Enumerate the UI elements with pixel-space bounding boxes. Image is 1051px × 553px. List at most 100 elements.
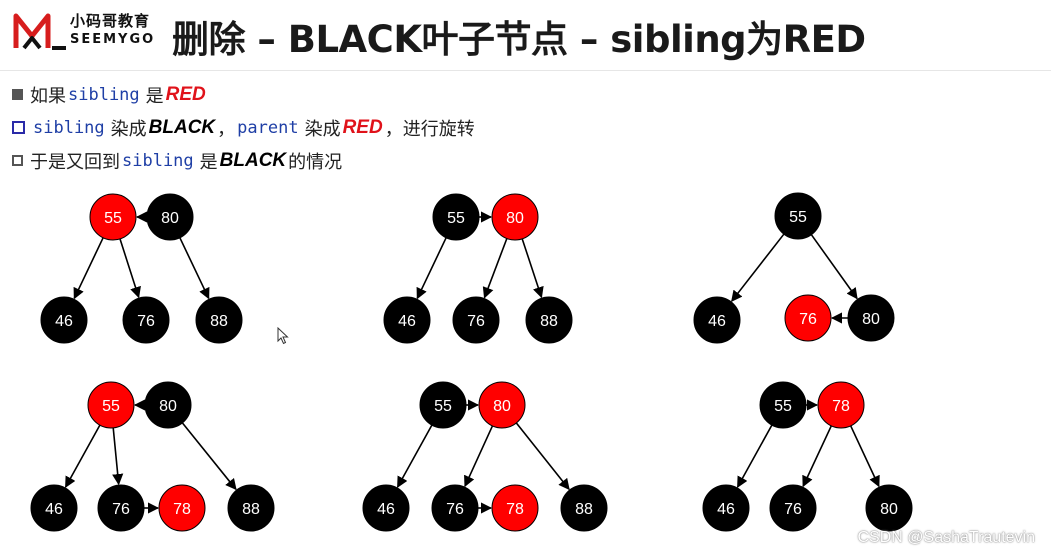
tree-node-black	[432, 193, 480, 241]
tree-node-black	[431, 484, 479, 532]
bullet-text: sibling	[33, 117, 105, 138]
tree-node-label: 80	[862, 311, 880, 328]
bullet-text: ，	[217, 118, 236, 140]
tree-node-red	[784, 294, 832, 342]
logo-icon	[13, 13, 66, 50]
tree-node-label: 46	[45, 501, 63, 518]
tree-edge-arrow	[73, 235, 105, 300]
tree-node-black	[847, 294, 895, 342]
bullet-text: parent	[237, 117, 299, 138]
tree-node-label: 46	[717, 501, 735, 518]
tree-node-label: 78	[173, 501, 191, 518]
tree-node-black	[774, 192, 822, 240]
tree-node-black	[525, 296, 573, 344]
tree-node-black	[693, 296, 741, 344]
header-divider	[0, 70, 1051, 71]
tree-node-label: 88	[242, 501, 260, 518]
bullet-text: RED	[342, 116, 383, 138]
tree-node-label: 80	[161, 210, 179, 227]
tree-node-black	[769, 484, 817, 532]
bullet-text: 的情况	[288, 151, 343, 173]
tree-node-label: 76	[467, 313, 485, 330]
bullet-text: sibling	[122, 150, 194, 171]
tree-edge-arrow	[396, 422, 434, 488]
tree-bottom-middle: 55 80 46 76 78 88	[362, 381, 608, 532]
tree-node-label: 55	[104, 210, 122, 227]
tree-node-label: 80	[493, 398, 511, 415]
bullet-text: RED	[165, 83, 206, 105]
tree-node-label: 55	[789, 209, 807, 226]
tree-node-label: 46	[377, 501, 395, 518]
bullet-text: 染成	[304, 118, 341, 140]
bullet-text: BLACK	[219, 149, 287, 171]
tree-node-label: 76	[799, 311, 817, 328]
tree-node-black	[452, 296, 500, 344]
tree-node-black	[759, 381, 807, 429]
tree-edge-arrow	[464, 423, 495, 488]
tree-node-label: 76	[446, 501, 464, 518]
tree-edge-arrow	[809, 232, 858, 300]
tree-node-label: 88	[210, 313, 228, 330]
bullet-text: ，进行旋转	[384, 118, 475, 140]
bullet-marker-icon	[12, 89, 23, 100]
tree-node-label: 46	[398, 313, 416, 330]
tree-node-black	[195, 296, 243, 344]
bullet-text: 如果	[30, 85, 66, 107]
tree-node-black	[122, 296, 170, 344]
tree-node-black	[865, 484, 913, 532]
tree-node-red	[158, 484, 206, 532]
tree-node-label: 55	[434, 398, 452, 415]
tree-edge-arrow	[731, 232, 786, 302]
tree-node-label: 78	[506, 501, 524, 518]
tree-node-red	[87, 381, 135, 429]
tree-edge-arrow	[849, 423, 880, 488]
bullet-text: BLACK	[148, 116, 216, 138]
tree-node-label: 46	[55, 313, 73, 330]
tree-node-label: 76	[784, 501, 802, 518]
tree-node-red	[491, 193, 539, 241]
tree-node-label: 55	[447, 210, 465, 227]
tree-node-label: 80	[159, 398, 177, 415]
tree-node-black	[419, 381, 467, 429]
bullet-text: 染成	[110, 118, 147, 140]
bullet-text: 是	[145, 85, 164, 107]
tree-node-label: 88	[575, 501, 593, 518]
bullet-text: 是	[199, 151, 218, 173]
tree-edge-arrow	[514, 420, 570, 491]
mouse-cursor-icon	[277, 327, 289, 345]
tree-node-black	[362, 484, 410, 532]
tree-node-black	[30, 484, 78, 532]
tree-node-red	[817, 381, 865, 429]
tree-node-label: 78	[832, 398, 850, 415]
tree-node-black	[146, 193, 194, 241]
tree-top-right: 55 46 76 80	[693, 192, 895, 344]
tree-node-label: 80	[506, 210, 524, 227]
tree-node-black	[702, 484, 750, 532]
tree-edge-arrow	[180, 420, 237, 491]
tree-node-red	[89, 193, 137, 241]
tree-node-black	[97, 484, 145, 532]
tree-node-label: 55	[102, 398, 120, 415]
tree-node-black	[144, 381, 192, 429]
tree-edge-arrow	[178, 235, 210, 300]
tree-node-black	[560, 484, 608, 532]
bullet-text: 于是又回到	[30, 151, 120, 173]
tree-edge-arrow	[736, 422, 774, 488]
logo-text-cn: 小码哥教育	[70, 12, 151, 30]
tree-node-label: 80	[880, 501, 898, 518]
bullet-text: sibling	[68, 84, 140, 105]
tree-edge-arrow	[64, 422, 102, 488]
tree-top-middle: 55 80 46 76 88	[383, 193, 573, 344]
tree-node-label: 46	[708, 313, 726, 330]
bullet-marker-icon	[12, 155, 23, 166]
tree-edge-arrow	[482, 236, 509, 299]
header: 小码哥教育 SEEMYGO 删除 – BLACK叶子节点 – sibling为R…	[0, 0, 1051, 72]
tree-node-label: 88	[540, 313, 558, 330]
